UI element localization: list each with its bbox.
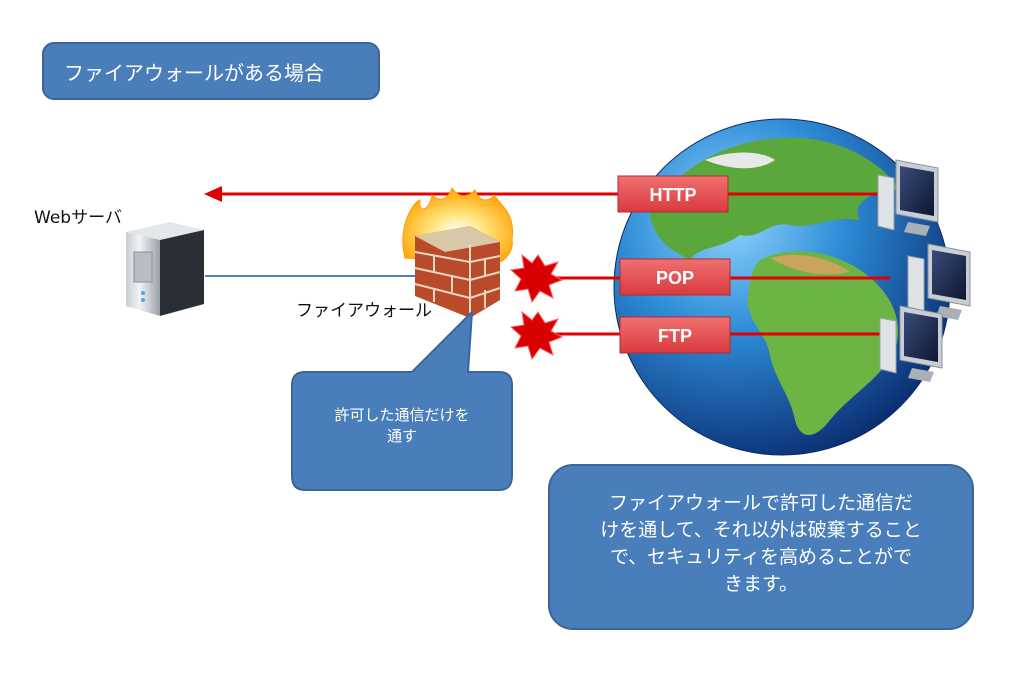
client-pc-icon (877, 159, 939, 236)
pop-text: POP (656, 268, 694, 288)
firewall-icon (402, 186, 514, 318)
protocol-label-http: HTTP (617, 175, 729, 213)
client-pc-icon (879, 305, 943, 382)
large-callout-line: けを通して、それ以外は破棄すること (600, 519, 922, 541)
large-callout-line: きます。 (723, 573, 799, 595)
http-text: HTTP (650, 185, 697, 205)
blocked-burst-icon (509, 253, 564, 304)
large-callout-text: ファイアウォールで許可した通信だ けを通して、それ以外は破棄すること で、セキュ… (555, 490, 967, 598)
large-callout (548, 464, 974, 630)
protocol-label-ftp: FTP (619, 316, 731, 354)
small-callout-line: 許可した通信だけを (334, 406, 470, 424)
diagram-title: ファイアウォールがある場合 (42, 42, 380, 100)
small-callout (291, 309, 513, 491)
ftp-text: FTP (658, 326, 692, 346)
http-arrow (204, 186, 890, 202)
small-callout-line: 通す (386, 427, 417, 445)
small-callout-text: 許可した通信だけを 通す (296, 405, 508, 447)
firewall-label: ファイアウォール (296, 301, 432, 321)
large-callout-line: ファイアウォールで許可した通信だ (608, 492, 913, 514)
large-callout-line: で、セキュリティを高めることがで (609, 546, 913, 568)
server-icon (126, 222, 204, 316)
web-server-label: Webサーバ (34, 208, 122, 228)
protocol-label-pop: POP (619, 258, 731, 296)
blocked-burst-icon (509, 310, 564, 361)
